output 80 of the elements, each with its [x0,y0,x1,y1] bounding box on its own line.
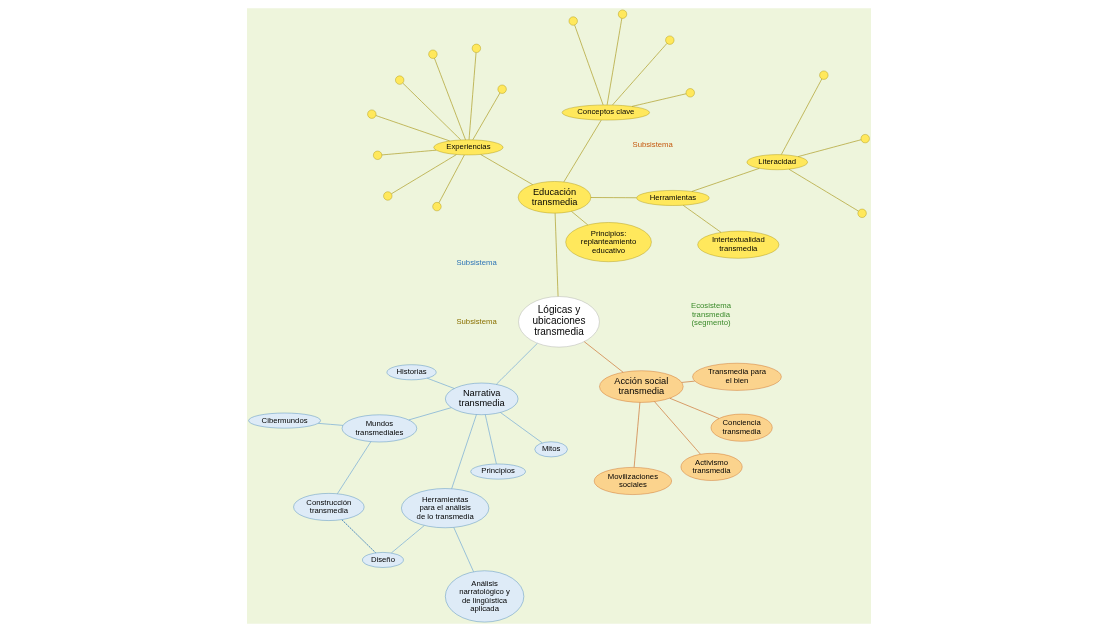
node-ellipse: Diseño [362,552,404,568]
connector [669,397,720,419]
connector [631,93,687,107]
connector [590,197,637,199]
connector [438,154,465,204]
connector [434,57,466,141]
node-ellipse: Análisis narratológico y de lingüística aplicada [445,570,525,623]
connector [480,154,533,185]
node-ellipse: Activismo transmedia [680,453,743,481]
label: Ecosistema transmedia (segmento) [691,301,731,328]
node-circle [373,150,383,160]
connector [402,82,461,141]
node-ellipse: Acción social transmedia [599,370,684,403]
connector [554,213,559,297]
connector [496,343,538,385]
connector [683,205,722,233]
connector [468,52,477,140]
connector [381,149,437,156]
connector [563,119,602,183]
node-ellipse: Intertextualidad transmedia [697,230,780,259]
connector [500,412,543,444]
node-ellipse: Literacidad [746,154,808,170]
node-ellipse: Narrativa transmedia [445,382,519,415]
connector [612,43,668,106]
connector [797,139,862,157]
node-ellipse: Mundos transmediales [341,414,417,443]
node-ellipse: Mitos [534,441,568,458]
label: Subsistema [456,316,497,326]
node-ellipse: Historias [386,364,437,381]
node-circle [860,134,870,144]
node-circle [685,88,695,98]
label: Subsistema [632,140,673,150]
node-circle [618,9,627,19]
node-ellipse: Herramientas [636,190,710,206]
node-circle [383,191,393,201]
node-circle [471,43,481,53]
node-circle [428,49,438,59]
connector [472,92,501,141]
node-ellipse: Herramientas para el análisis de lo transmedia [401,488,490,528]
node-circle [497,84,507,94]
connector [574,24,604,106]
node-circle [568,16,578,26]
connector [453,527,474,572]
connector [788,169,859,212]
node-circle [857,208,867,218]
node-ellipse: Educación transmedia [518,181,592,214]
node-ellipse: Construcción transmedia [293,493,365,521]
node-circle [395,75,405,85]
node-ellipse: Movilizaciones sociales [593,467,672,495]
connector [583,341,624,373]
connector [451,414,477,489]
node-circle [432,202,442,212]
node-ellipse: Experiencias [433,139,504,156]
connector [691,168,760,192]
connector [375,115,450,142]
connector [606,18,623,106]
node-ellipse: Transmedia para el bien [692,363,782,391]
connector [781,78,823,155]
node-circle [665,35,675,45]
node-ellipse: Principios: replanteamiento educativo [565,222,652,262]
connector [337,441,372,494]
node-circle [819,70,829,80]
node-circle [367,109,377,119]
connector [318,423,344,426]
node-ellipse: Conceptos clave [561,104,650,121]
connector [571,211,589,226]
connector [391,525,425,554]
connector [426,377,455,389]
connector [484,414,497,465]
connector [681,380,695,383]
connector [408,407,452,421]
node-ellipse: Lógicas y ubicaciones transmedia [518,296,600,348]
node-ellipse: Conciencia transmedia [710,413,773,442]
connector [633,402,641,468]
node-ellipse: Cibermundos [248,412,321,429]
connector [391,154,457,194]
connector [654,401,701,455]
label: Subsistema [456,257,497,267]
node-ellipse: Principios [470,463,526,480]
connector [341,519,377,554]
